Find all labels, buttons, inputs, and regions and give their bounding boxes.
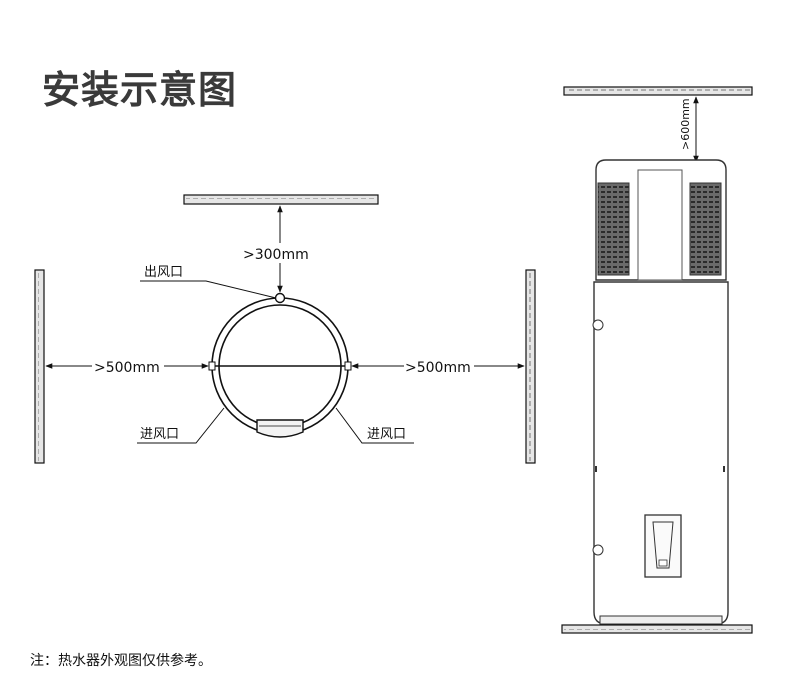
right-vent-grille [689,182,722,276]
right-clearance-label: >500mm [405,360,471,376]
head-center-panel [637,169,683,281]
air-inlet-right-leader [335,407,414,444]
front-view: >600mm [561,86,753,634]
upper-fitting [592,319,604,331]
air-inlet-right-label: 进风口 [367,427,406,442]
control-panel [644,514,682,578]
air-outlet-label: 出风口 [144,265,183,280]
air-outlet-leader [140,280,277,299]
top-view: >300mm >500mm >500mm 出风口 进风口 进风口 [34,194,536,464]
left-vent-grille [597,182,630,276]
left-clearance-label: >500mm [94,360,160,376]
ceiling-clearance-label: >600mm [679,98,692,150]
footnote: 注：热水器外观图仅供参考。 [30,653,212,669]
page-title: 安装示意图 [42,68,238,112]
front-panel [256,419,304,438]
air-outlet-nub [274,292,286,304]
lower-fitting [592,544,604,556]
air-inlet-left-leader [137,407,225,444]
top-clearance-label: >300mm [243,247,309,263]
air-inlet-left-label: 进风口 [140,427,179,442]
